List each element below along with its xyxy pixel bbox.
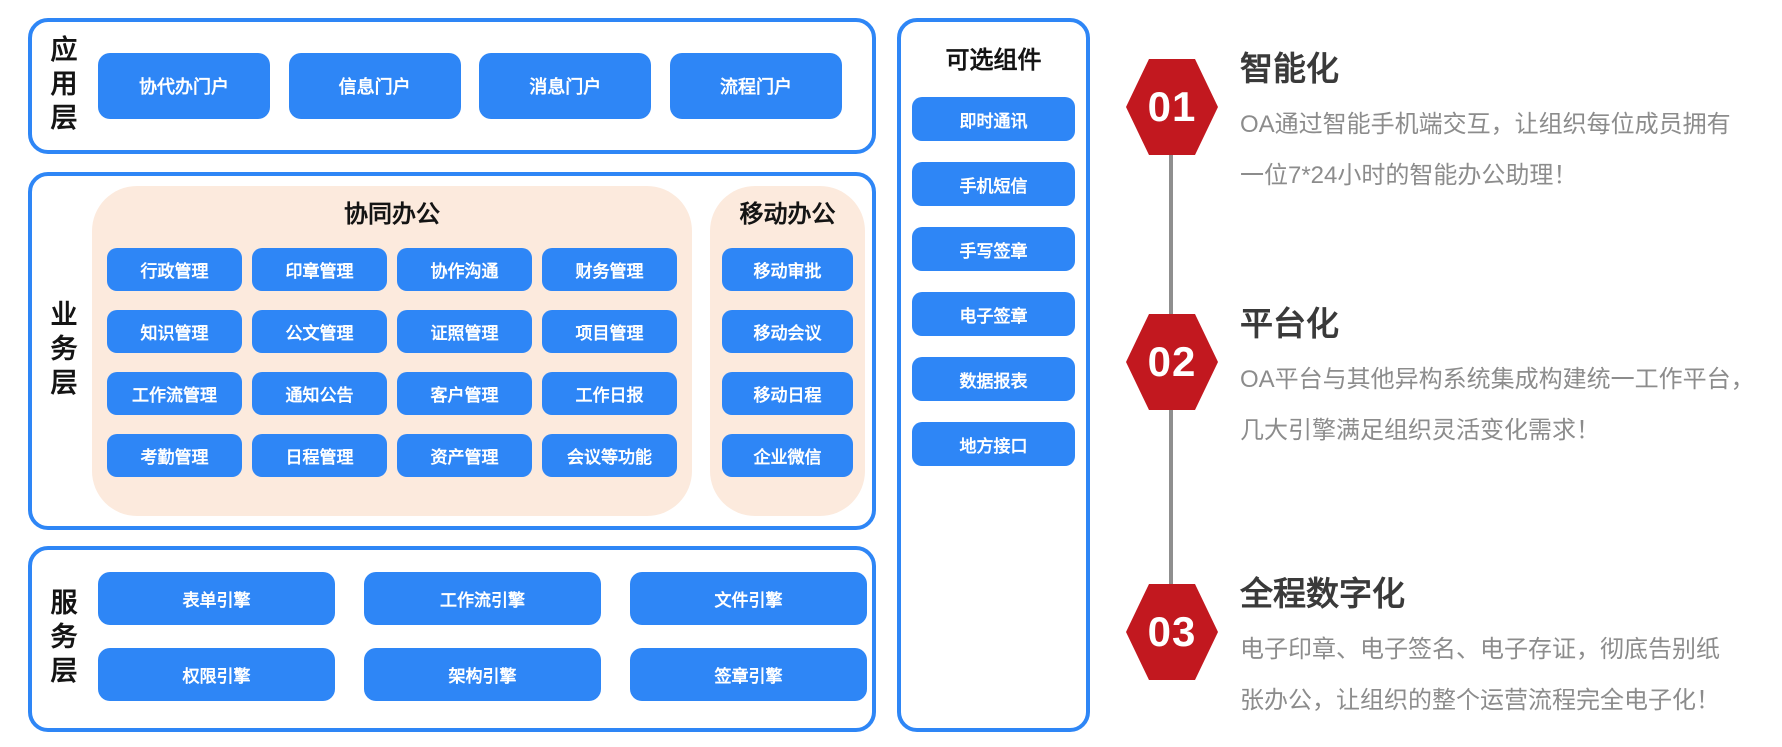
hexagon-number-badge: 03 [1126, 584, 1218, 680]
feature-number: 03 [1147, 608, 1197, 655]
portal-row: 协代办门户 信息门户 消息门户 流程门户 [98, 22, 842, 150]
component-node: 电子签章 [912, 292, 1075, 336]
application-layer-label: 应用层 [46, 35, 77, 137]
engine-node: 签章引擎 [630, 648, 867, 701]
application-layer-box: 应用层 协代办门户 信息门户 消息门户 流程门户 [28, 18, 876, 154]
collaborative-office-grid: 行政管理 印章管理 协作沟通 财务管理 知识管理 公文管理 证照管理 项目管理 … [107, 248, 677, 477]
feature-item-platform: 02 平台化 OA平台与其他异构系统集成构建统一工作平台， 几大引擎满足组织灵活… [1126, 305, 1766, 444]
timeline-connector-line [1169, 408, 1173, 588]
engine-grid: 表单引擎 工作流引擎 文件引擎 权限引擎 架构引擎 签章引擎 [98, 572, 867, 701]
hexagon-number-badge: 01 [1126, 59, 1218, 155]
portal-node: 消息门户 [479, 53, 652, 119]
portal-node: 协代办门户 [98, 53, 270, 119]
hexagon-number-badge: 02 [1126, 314, 1218, 410]
engine-node: 架构引擎 [364, 648, 601, 701]
application-layer-label-col: 应用层 [32, 22, 90, 150]
optional-components-box: 可选组件 即时通讯 手机短信 手写签章 电子签章 数据报表 地方接口 [897, 18, 1090, 732]
feature-title: 智能化 [1240, 50, 1339, 87]
engine-node: 表单引擎 [98, 572, 335, 625]
service-layer-content: 表单引擎 工作流引擎 文件引擎 权限引擎 架构引擎 签章引擎 [90, 550, 872, 728]
business-layer-box: 业务层 协同办公 行政管理 印章管理 协作沟通 财务管理 知识管理 公文管理 证… [28, 172, 876, 530]
mobile-office-stack: 移动审批 移动会议 移动日程 企业微信 [722, 248, 853, 477]
component-node: 即时通讯 [912, 97, 1075, 141]
collaborative-office-title: 协同办公 [344, 201, 440, 228]
mobile-office-panel: 移动办公 移动审批 移动会议 移动日程 企业微信 [710, 186, 865, 516]
service-layer-box: 服务层 表单引擎 工作流引擎 文件引擎 权限引擎 架构引擎 签章引擎 [28, 546, 876, 732]
feature-desc-line: OA通过智能手机端交互，让组织每位成员拥有 [1240, 111, 1731, 138]
portal-node: 流程门户 [669, 53, 842, 119]
mobile-module-node: 企业微信 [722, 434, 853, 477]
feature-desc-line: OA平台与其他异构系统集成构建统一工作平台， [1240, 366, 1755, 393]
module-node: 知识管理 [107, 310, 242, 353]
service-layer-label: 服务层 [46, 588, 77, 690]
feature-title: 全程数字化 [1240, 575, 1405, 612]
business-layer-label: 业务层 [46, 300, 77, 402]
feature-desc-line: 张办公，让组织的整个运营流程完全电子化！ [1240, 687, 1720, 714]
module-node: 证照管理 [397, 310, 532, 353]
engine-node: 权限引擎 [98, 648, 335, 701]
business-layer-label-col: 业务层 [32, 176, 90, 526]
mobile-module-node: 移动会议 [722, 310, 853, 353]
module-node: 项目管理 [542, 310, 677, 353]
module-node: 考勤管理 [107, 434, 242, 477]
component-node: 手写签章 [912, 227, 1075, 271]
module-node: 工作流管理 [107, 372, 242, 415]
service-layer-label-col: 服务层 [32, 550, 90, 728]
module-node: 会议等功能 [542, 434, 677, 477]
module-node: 公文管理 [252, 310, 387, 353]
module-node: 日程管理 [252, 434, 387, 477]
engine-node: 工作流引擎 [364, 572, 601, 625]
component-node: 手机短信 [912, 162, 1075, 206]
feature-desc-line: 一位7*24小时的智能办公助理！ [1240, 162, 1578, 189]
mobile-office-title: 移动办公 [739, 201, 836, 228]
module-node: 工作日报 [542, 372, 677, 415]
module-node: 资产管理 [397, 434, 532, 477]
module-node: 印章管理 [252, 248, 387, 291]
module-node: 行政管理 [107, 248, 242, 291]
timeline-connector-line [1169, 150, 1173, 318]
application-layer-content: 协代办门户 信息门户 消息门户 流程门户 [90, 22, 872, 150]
feature-text: 平台化 OA平台与其他异构系统集成构建统一工作平台， 几大引擎满足组织灵活变化需… [1240, 304, 1782, 456]
portal-node: 信息门户 [288, 53, 461, 119]
component-node: 数据报表 [912, 357, 1075, 401]
module-node: 协作沟通 [397, 248, 532, 291]
optional-components-stack: 即时通讯 手机短信 手写签章 电子签章 数据报表 地方接口 [912, 97, 1075, 466]
collaborative-office-panel: 协同办公 行政管理 印章管理 协作沟通 财务管理 知识管理 公文管理 证照管理 … [92, 186, 692, 516]
feature-title: 平台化 [1240, 305, 1339, 342]
feature-text: 全程数字化 电子印章、电子签名、电子存证，彻底告别纸 张办公，让组织的整个运营流… [1240, 574, 1782, 726]
mobile-module-node: 移动审批 [722, 248, 853, 291]
module-node: 通知公告 [252, 372, 387, 415]
feature-number: 01 [1147, 83, 1197, 130]
module-node: 客户管理 [397, 372, 532, 415]
feature-desc-line: 电子印章、电子签名、电子存证，彻底告别纸 [1240, 636, 1720, 663]
module-node: 财务管理 [542, 248, 677, 291]
optional-components-title: 可选组件 [945, 47, 1042, 74]
feature-desc-line: 几大引擎满足组织灵活变化需求！ [1240, 417, 1600, 444]
feature-item-intelligence: 01 智能化 OA通过智能手机端交互，让组织每位成员拥有 一位7*24小时的智能… [1126, 50, 1766, 189]
feature-text: 智能化 OA通过智能手机端交互，让组织每位成员拥有 一位7*24小时的智能办公助… [1240, 49, 1782, 201]
mobile-module-node: 移动日程 [722, 372, 853, 415]
business-layer-content: 协同办公 行政管理 印章管理 协作沟通 财务管理 知识管理 公文管理 证照管理 … [90, 176, 872, 526]
component-node: 地方接口 [912, 422, 1075, 466]
feature-item-digitalization: 03 全程数字化 电子印章、电子签名、电子存证，彻底告别纸 张办公，让组织的整个… [1126, 575, 1766, 714]
feature-number: 02 [1147, 338, 1197, 385]
engine-node: 文件引擎 [630, 572, 867, 625]
